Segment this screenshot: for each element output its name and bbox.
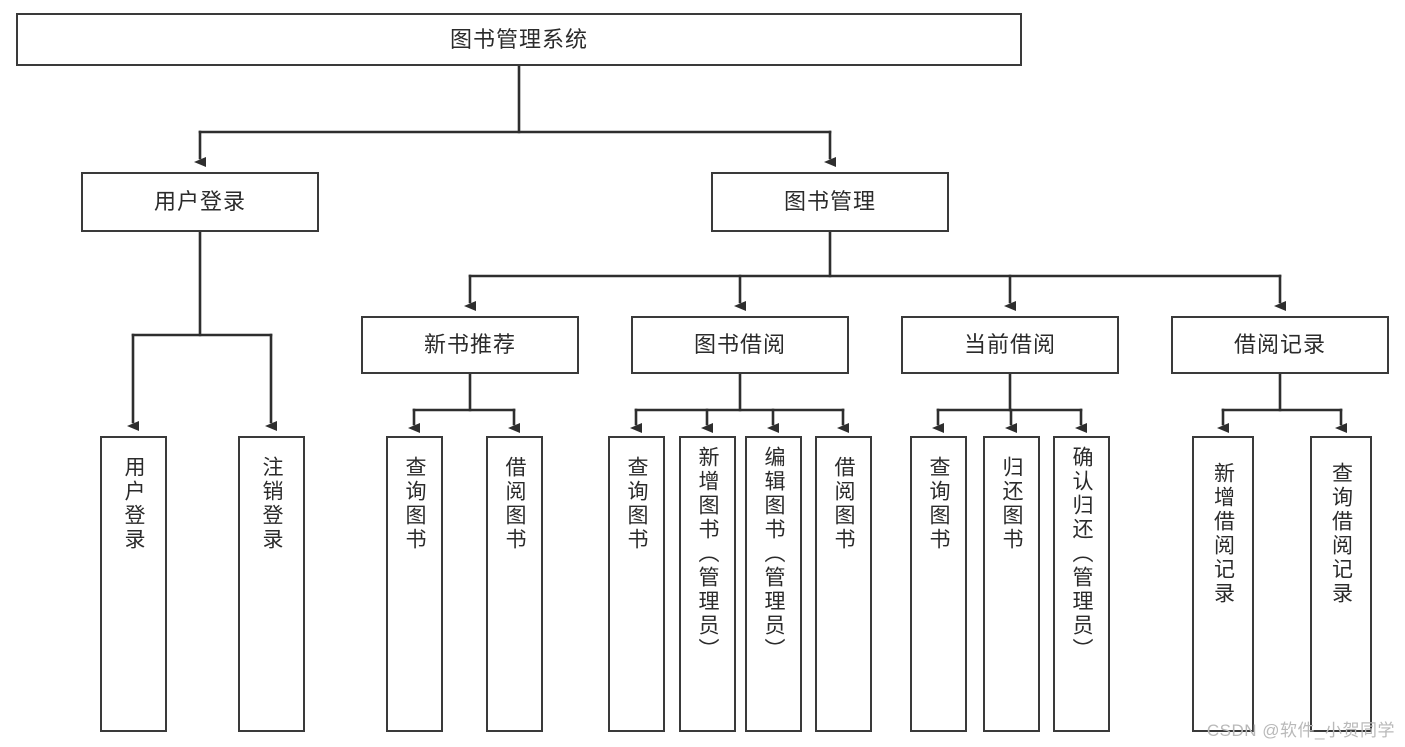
node-leaf-query-book-1[interactable]: 查询图书 (386, 436, 443, 732)
node-leaf-confirm-return-label: 确认归还（管理员） (1070, 446, 1093, 662)
node-new-book-label: 新书推荐 (423, 332, 516, 358)
node-leaf-query-record[interactable]: 查询借阅记录 (1310, 436, 1372, 732)
node-leaf-borrow-book-1-label: 借阅图书 (503, 456, 526, 552)
node-leaf-user-logout[interactable]: 注销登录 (238, 436, 305, 732)
node-borrow-records-label: 借阅记录 (1233, 332, 1326, 358)
node-user-login[interactable]: 用户登录 (81, 172, 319, 232)
node-leaf-return-book-label: 归还图书 (1000, 456, 1023, 552)
node-leaf-query-book-3-label: 查询图书 (927, 456, 950, 552)
node-current-borrow[interactable]: 当前借阅 (901, 316, 1119, 374)
node-leaf-add-record[interactable]: 新增借阅记录 (1192, 436, 1254, 732)
node-leaf-edit-book[interactable]: 编辑图书（管理员） (745, 436, 802, 732)
node-leaf-borrow-book-2-label: 借阅图书 (832, 456, 855, 552)
node-leaf-add-record-label: 新增借阅记录 (1211, 462, 1235, 606)
node-root-label: 图书管理系统 (449, 26, 588, 52)
node-root[interactable]: 图书管理系统 (16, 13, 1022, 66)
node-leaf-query-book-3[interactable]: 查询图书 (910, 436, 967, 732)
node-leaf-query-book-1-label: 查询图书 (403, 456, 426, 552)
node-book-borrow[interactable]: 图书借阅 (631, 316, 849, 374)
node-leaf-add-book[interactable]: 新增图书（管理员） (679, 436, 736, 732)
node-leaf-return-book[interactable]: 归还图书 (983, 436, 1040, 732)
node-new-book[interactable]: 新书推荐 (361, 316, 579, 374)
node-borrow-records[interactable]: 借阅记录 (1171, 316, 1389, 374)
node-leaf-edit-book-label: 编辑图书（管理员） (762, 446, 785, 662)
node-leaf-borrow-book-2[interactable]: 借阅图书 (815, 436, 872, 732)
node-leaf-add-book-label: 新增图书（管理员） (696, 446, 719, 662)
node-book-manage-label: 图书管理 (783, 189, 876, 215)
node-book-borrow-label: 图书借阅 (693, 332, 786, 358)
node-leaf-borrow-book-1[interactable]: 借阅图书 (486, 436, 543, 732)
node-leaf-confirm-return[interactable]: 确认归还（管理员） (1053, 436, 1110, 732)
node-leaf-query-book-2-label: 查询图书 (625, 456, 648, 552)
node-current-borrow-label: 当前借阅 (963, 332, 1056, 358)
node-leaf-query-record-label: 查询借阅记录 (1329, 462, 1353, 606)
node-user-login-label: 用户登录 (153, 189, 246, 215)
node-leaf-user-login-label: 用户登录 (122, 456, 145, 552)
node-book-manage[interactable]: 图书管理 (711, 172, 949, 232)
node-leaf-user-login[interactable]: 用户登录 (100, 436, 167, 732)
node-leaf-user-logout-label: 注销登录 (260, 456, 283, 552)
node-leaf-query-book-2[interactable]: 查询图书 (608, 436, 665, 732)
